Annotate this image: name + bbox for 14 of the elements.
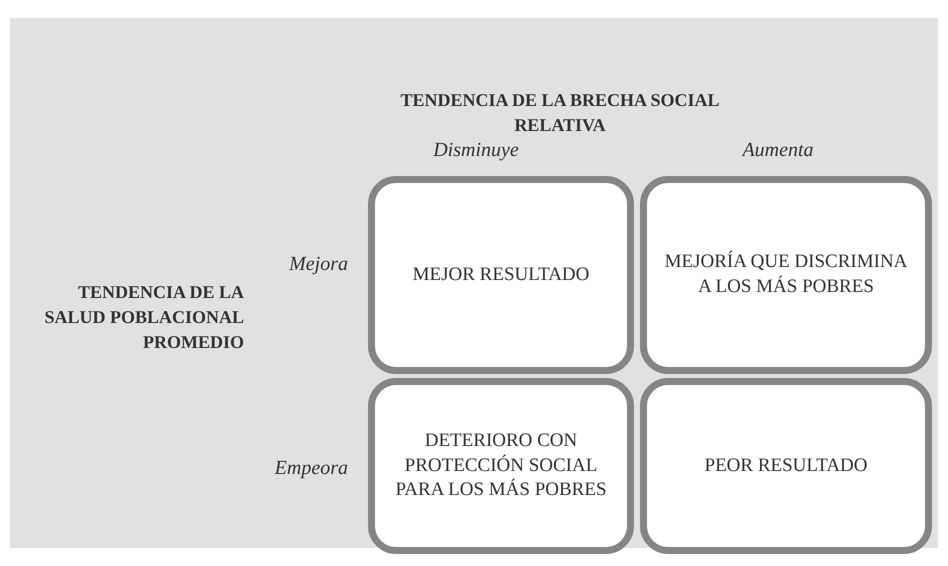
quadrant-box <box>368 378 634 554</box>
quadrant-box <box>368 176 634 374</box>
axis-category-label: Aumenta <box>740 138 815 163</box>
quadrant-text: MEJORÍA QUE DISCRIMINA A LOS MÁS POBRES <box>664 250 908 299</box>
quadrant-text: PEOR RESULTADO <box>704 454 868 478</box>
quadrant-text: DETERIORO CON PROTECCIÓN SOCIAL PARA LOS MÁS POBRES <box>394 428 608 502</box>
axis-category-label: Empeora <box>274 456 348 481</box>
axis-category-label: Disminuye <box>432 138 520 163</box>
quadrant-text: MEJOR RESULTADO <box>412 262 590 287</box>
quadrant-box <box>640 176 932 374</box>
quadrant-box <box>640 378 932 554</box>
axis-title: TENDENCIA DE LA SALUD POBLACIONAL PROMEDIO <box>44 281 244 354</box>
axis-title: TENDENCIA DE LA BRECHA SOCIAL RELATIVA <box>400 89 720 138</box>
axis-category-label: Mejora <box>288 252 348 277</box>
